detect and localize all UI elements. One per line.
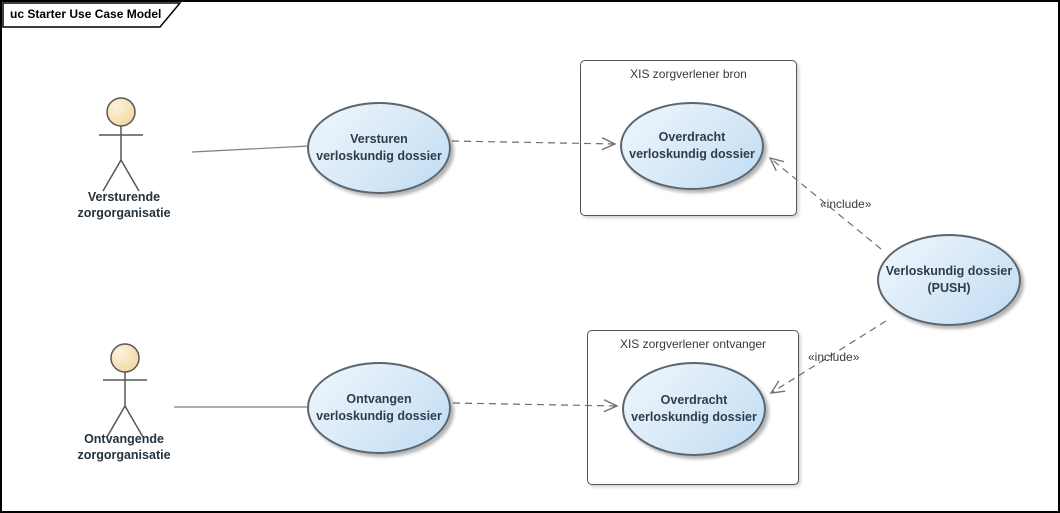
actor-label-versturende: Versturende zorgorganisatie xyxy=(77,190,171,220)
dependency-ontvangen-overdracht-ontvanger xyxy=(452,399,619,413)
usecase-versturen: Versturen verloskundig dossier xyxy=(307,102,451,194)
usecase-ontvangen: Ontvangen verloskundig dossier xyxy=(307,362,451,454)
system-boundary-title: XIS zorgverlener bron xyxy=(630,67,747,81)
frame-tab-label: uc Starter Use Case Model xyxy=(10,7,162,21)
system-boundary-title: XIS zorgverlener ontvanger xyxy=(619,337,767,351)
actor-figure-versturende xyxy=(99,97,143,192)
actor-leg-left xyxy=(102,159,122,192)
include-label-bottom: «include» xyxy=(808,350,860,364)
actor-leg-right xyxy=(124,405,144,438)
include-connector-bottom xyxy=(769,320,887,394)
frame-tab xyxy=(2,2,182,28)
actor-leg-left xyxy=(106,405,126,438)
actor-leg-right xyxy=(120,159,140,192)
dependency-versturen-overdracht-bron xyxy=(451,137,617,151)
include-label-top: «include» xyxy=(820,197,872,211)
actor-figure-ontvangende xyxy=(103,343,147,438)
usecase-overdracht-ontvanger: Overdracht verloskundig dossier xyxy=(622,362,766,456)
usecase-verloskundig-dossier-push: Verloskundig dossier (PUSH) xyxy=(877,234,1021,326)
usecase-overdracht-bron: Overdracht verloskundig dossier xyxy=(620,102,764,190)
actor-head xyxy=(106,97,136,127)
association-versturende-versturen xyxy=(191,145,310,153)
actor-label-ontvangende: Ontvangende zorgorganisatie xyxy=(77,432,171,462)
actor-head xyxy=(110,343,140,373)
frame-tab-shape xyxy=(2,2,182,28)
